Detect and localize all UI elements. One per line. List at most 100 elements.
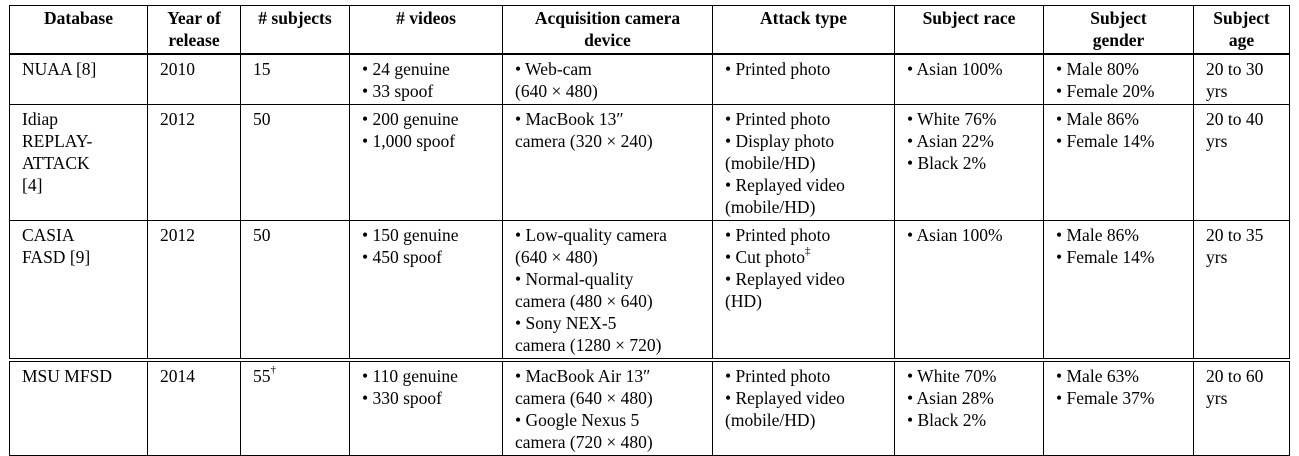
- cell-gender-line: • Male 80%: [1056, 59, 1139, 79]
- cell-attack-line: • Printed photo: [725, 109, 831, 129]
- cell-race: • Asian 100%: [894, 53, 1044, 105]
- cell-gender: • Male 80%• Female 20%: [1043, 53, 1194, 105]
- header-race: Subject race: [894, 5, 1044, 55]
- cell-attack-line: • Printed photo: [725, 366, 831, 386]
- header-subjects: # subjects: [240, 5, 350, 55]
- cell-age-line: yrs: [1206, 131, 1228, 151]
- cell-attack-line: (mobile/HD): [725, 153, 816, 173]
- cell-age-line: 20 to 40: [1206, 109, 1264, 129]
- cell-attack-line: (mobile/HD): [725, 410, 816, 430]
- cell-subjects: 50: [240, 220, 350, 361]
- cell-camera-line: camera (1280 × 720): [515, 335, 662, 355]
- cell-year: 2014: [147, 358, 241, 456]
- cell-attack: • Printed photo• Replayed video(mobile/H…: [712, 358, 895, 456]
- cell-camera-line: camera (320 × 240): [515, 131, 653, 151]
- cell-gender: • Male 63%• Female 37%: [1043, 358, 1194, 456]
- cell-age-line: yrs: [1206, 388, 1228, 408]
- cell-attack: • Printed photo• Cut photo‡• Replayed vi…: [712, 220, 895, 361]
- cell-camera-line: • Low-quality camera: [515, 225, 667, 245]
- cell-attack-line: (HD): [725, 291, 762, 311]
- cell-attack-line: • Cut photo‡: [725, 245, 811, 267]
- cell-attack-line: • Replayed video: [725, 388, 845, 408]
- cell-race-line: • Asian 100%: [907, 59, 1003, 79]
- cell-database-line: REPLAY-: [22, 131, 93, 151]
- cell-videos-line: • 110 genuine: [362, 366, 458, 386]
- cell-race-line: • Black 2%: [907, 153, 987, 173]
- cell-age-line: 20 to 30: [1206, 59, 1264, 79]
- cell-race-line: • Asian 28%: [907, 388, 994, 408]
- cell-camera-line: • Sony NEX-5: [515, 313, 617, 333]
- cell-age-line: 20 to 60: [1206, 366, 1264, 386]
- cell-subjects: 50: [240, 104, 350, 221]
- cell-database-line: [4]: [22, 175, 43, 195]
- cell-camera: • Web-cam(640 × 480): [502, 53, 713, 105]
- cell-race-line: • Asian 100%: [907, 225, 1003, 245]
- cell-videos: • 24 genuine• 33 spoof: [349, 53, 503, 105]
- cell-videos-line: • 150 genuine: [362, 225, 459, 245]
- cell-database-line: NUAA [8]: [22, 59, 97, 79]
- cell-attack-line: • Replayed video: [725, 269, 845, 289]
- cell-database: MSU MFSD: [9, 358, 148, 456]
- cell-database-line: MSU MFSD: [22, 366, 112, 386]
- cell-subjects: 15: [240, 53, 350, 105]
- cell-gender-line: • Female 20%: [1056, 81, 1155, 101]
- cell-camera-line: • Web-cam: [515, 59, 592, 79]
- cell-camera-line: camera (640 × 480): [515, 388, 653, 408]
- cell-gender-line: • Male 63%: [1056, 366, 1139, 386]
- cell-camera-line: camera (480 × 640): [515, 291, 653, 311]
- cell-age-line: 20 to 35: [1206, 225, 1264, 245]
- header-database: Database: [9, 5, 148, 55]
- cell-attack: • Printed photo• Display photo(mobile/HD…: [712, 104, 895, 221]
- header-videos: # videos: [349, 5, 503, 55]
- cell-videos-line: • 33 spoof: [362, 81, 434, 101]
- cell-race: • White 76%• Asian 22%• Black 2%: [894, 104, 1044, 221]
- cell-videos-line: • 24 genuine: [362, 59, 450, 79]
- cell-camera-line: • MacBook 13″: [515, 109, 624, 129]
- cell-gender-line: • Female 14%: [1056, 131, 1155, 151]
- cell-videos: • 200 genuine• 1,000 spoof: [349, 104, 503, 221]
- cell-gender-line: • Female 14%: [1056, 247, 1155, 267]
- cell-videos: • 110 genuine• 330 spoof: [349, 358, 503, 456]
- cell-gender-line: • Male 86%: [1056, 109, 1139, 129]
- cell-videos: • 150 genuine• 450 spoof: [349, 220, 503, 361]
- cell-gender: • Male 86%• Female 14%: [1043, 104, 1194, 221]
- cell-year: 2012: [147, 104, 241, 221]
- cell-camera: • MacBook Air 13″camera (640 × 480)• Goo…: [502, 358, 713, 456]
- cell-attack-line: (mobile/HD): [725, 197, 816, 217]
- cell-database: NUAA [8]: [9, 53, 148, 105]
- cell-attack-line: • Display photo: [725, 131, 835, 151]
- cell-attack-line: • Printed photo: [725, 225, 831, 245]
- cell-videos-line: • 330 spoof: [362, 388, 443, 408]
- cell-race-line: • Asian 22%: [907, 131, 994, 151]
- cell-database-line: Idiap: [22, 109, 58, 129]
- cell-gender-line: • Female 37%: [1056, 388, 1155, 408]
- cell-camera-line: • MacBook Air 13″: [515, 366, 651, 386]
- cell-race: • Asian 100%: [894, 220, 1044, 361]
- cell-race: • White 70%• Asian 28%• Black 2%: [894, 358, 1044, 456]
- cell-race-line: • White 70%: [907, 366, 997, 386]
- cell-attack-line: • Printed photo: [725, 59, 831, 79]
- cell-camera-line: • Google Nexus 5: [515, 410, 640, 430]
- cell-camera-line: camera (720 × 480): [515, 432, 653, 452]
- cell-camera-line: (640 × 480): [515, 81, 598, 101]
- cell-race-line: • Black 2%: [907, 410, 987, 430]
- footnote-mark: ‡: [805, 245, 811, 258]
- cell-camera: • MacBook 13″camera (320 × 240): [502, 104, 713, 221]
- cell-attack-line: • Replayed video: [725, 175, 845, 195]
- cell-videos-line: • 200 genuine: [362, 109, 459, 129]
